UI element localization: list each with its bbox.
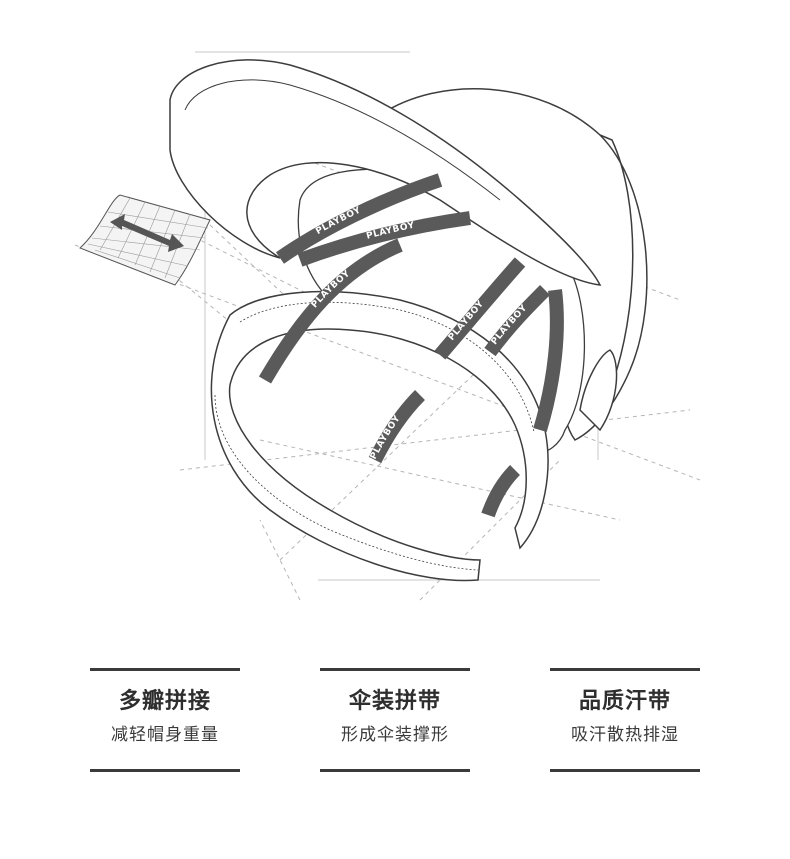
divider-top [550, 668, 700, 671]
feature-item-sweatband: 品质汗带 吸汗散热排湿 [550, 668, 700, 772]
mesh-fabric-icon [79, 194, 211, 286]
feature-item-panels: 多瓣拼接 减轻帽身重量 [90, 668, 240, 772]
feature-title: 品质汗带 [578, 689, 671, 714]
divider-top [320, 668, 470, 671]
feature-item-tape: 伞装拼带 形成伞装撑形 [320, 668, 470, 772]
feature-subtitle: 减轻帽身重量 [111, 725, 219, 745]
sweatband-ring [210, 290, 549, 582]
feature-subtitle: 吸汗散热排湿 [571, 725, 679, 745]
cap-exploded-illustration: PLAYBOY PLAYBOY PLAYBOY PLAYBOY PLAYBOY … [74, 51, 701, 601]
feature-list: 多瓣拼接 减轻帽身重量 伞装拼带 形成伞装撑形 品质汗带 吸汗散热排湿 [0, 668, 790, 778]
cap-visor [169, 59, 602, 286]
feature-subtitle: 形成伞装撑形 [341, 725, 449, 745]
feature-title: 伞装拼带 [348, 689, 441, 714]
divider-top [90, 668, 240, 671]
tape-bands [265, 180, 564, 518]
divider-bottom [320, 769, 470, 772]
divider-bottom [90, 769, 240, 772]
divider-bottom [550, 769, 700, 772]
feature-title: 多瓣拼接 [118, 689, 211, 714]
double-arrow-icon [110, 214, 184, 252]
